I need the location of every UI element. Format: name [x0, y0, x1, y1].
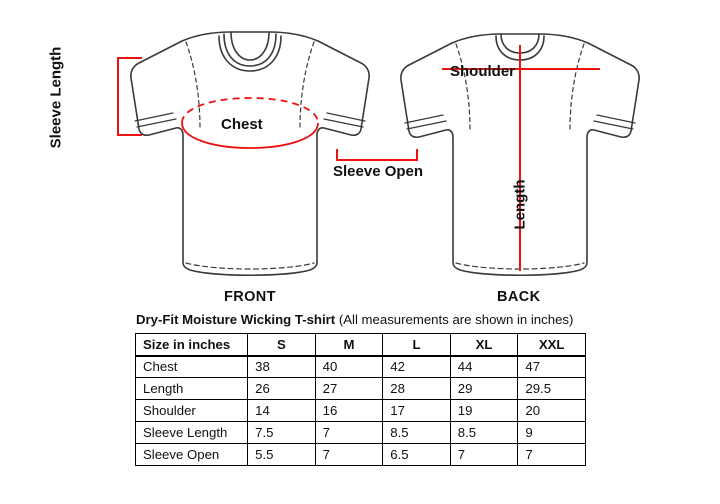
cell-l: 42 — [382, 355, 451, 378]
cell-xl: 19 — [449, 399, 519, 422]
sleeve-open-bracket — [336, 149, 418, 161]
cell-s: 38 — [247, 355, 316, 378]
column-header-l: L — [382, 333, 451, 357]
size-table-block: Dry-Fit Moisture Wicking T-shirt (All me… — [134, 311, 587, 466]
cell-xl: 7 — [449, 443, 519, 466]
table-row: Sleeve Length 7.5 7 8.5 8.5 9 — [134, 421, 586, 444]
cell-xl: 29 — [449, 377, 519, 400]
cell-m: 40 — [314, 355, 384, 378]
table-caption: Dry-Fit Moisture Wicking T-shirt (All me… — [136, 311, 587, 328]
front-view-label: FRONT — [224, 289, 276, 305]
table-header-row: Size in inches S M L XL XXL — [134, 333, 586, 357]
sleeve-length-bracket — [117, 57, 142, 136]
cell-xxl: 20 — [517, 399, 586, 422]
sleeve-length-label: Sleeve Length — [47, 46, 65, 149]
table-row: Shoulder 14 16 17 19 20 — [134, 399, 586, 422]
cell-s: 7.5 — [247, 421, 316, 444]
column-header-size: Size in inches — [134, 333, 249, 357]
cell-m: 7 — [314, 421, 384, 444]
cell-xxl: 47 — [517, 355, 586, 378]
column-header-m: M — [314, 333, 384, 357]
cell-l: 6.5 — [382, 443, 451, 466]
cell-l: 28 — [382, 377, 451, 400]
row-label: Length — [134, 377, 249, 400]
cell-s: 26 — [247, 377, 316, 400]
cell-xxl: 29.5 — [517, 377, 586, 400]
row-label: Sleeve Length — [134, 421, 249, 444]
back-view-label: BACK — [497, 289, 541, 305]
row-label: Shoulder — [134, 399, 249, 422]
cell-xl: 44 — [449, 355, 519, 378]
row-label: Sleeve Open — [134, 443, 249, 466]
cell-l: 8.5 — [382, 421, 451, 444]
cell-s: 14 — [247, 399, 316, 422]
size-table: Size in inches S M L XL XXL Chest 38 40 … — [134, 333, 586, 466]
cell-m: 7 — [314, 443, 384, 466]
front-shirt-outline — [130, 31, 370, 277]
column-header-s: S — [247, 333, 316, 357]
column-header-xxl: XXL — [517, 333, 586, 357]
column-header-xl: XL — [449, 333, 519, 357]
cell-m: 27 — [314, 377, 384, 400]
table-row: Sleeve Open 5.5 7 6.5 7 7 — [134, 443, 586, 466]
chest-label: Chest — [221, 116, 263, 133]
chest-ellipse — [181, 97, 319, 149]
tshirt-diagram: Sleeve Length Chest Sleeve Open Shoulder… — [47, 31, 640, 305]
cell-m: 16 — [314, 399, 384, 422]
length-label: Length — [511, 179, 529, 230]
sleeve-open-label: Sleeve Open — [333, 163, 424, 180]
caption-note: (All measurements are shown in inches) — [338, 312, 574, 327]
cell-xxl: 9 — [517, 421, 586, 444]
table-row: Chest 38 40 42 44 47 — [134, 355, 586, 378]
caption-title: Dry-Fit Moisture Wicking T-shirt — [136, 312, 336, 327]
cell-s: 5.5 — [247, 443, 316, 466]
cell-xl: 8.5 — [449, 421, 519, 444]
cell-l: 17 — [382, 399, 451, 422]
table-row: Length 26 27 28 29 29.5 — [134, 377, 586, 400]
row-label: Chest — [134, 355, 249, 378]
cell-xxl: 7 — [517, 443, 586, 466]
shoulder-label: Shoulder — [450, 63, 516, 80]
